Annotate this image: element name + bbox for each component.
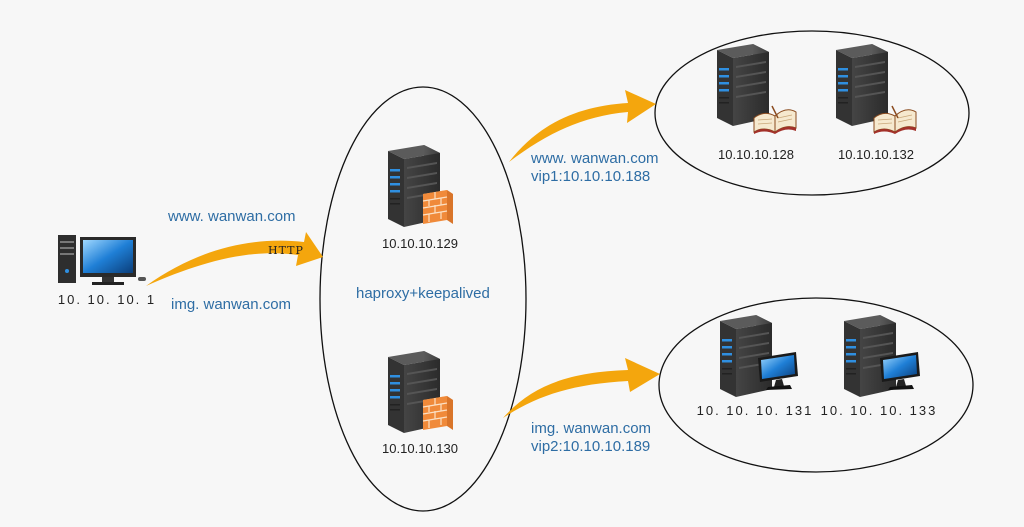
request-domain-www: www. wanwan.com: [168, 208, 296, 225]
img-server-2-icon: [844, 315, 896, 397]
client-to-lb-arrow: [146, 232, 323, 286]
request-domain-img: img. wanwan.com: [171, 296, 292, 313]
img-server-2-ip: 10. 10. 10. 133: [820, 403, 938, 418]
lb-cluster-label: haproxy+keepalived: [356, 285, 490, 302]
web-server-1-ip: 10.10.10.128: [718, 147, 794, 162]
web-cluster-ellipse: [654, 30, 970, 196]
web-server-2-icon: [836, 44, 888, 126]
route-www-vip: vip1:10.10.10.188: [531, 168, 651, 185]
img-server-1-icon: [720, 315, 772, 397]
route-www-domain: www. wanwan.com: [531, 150, 659, 167]
route-img-domain: img. wanwan.com: [531, 420, 652, 437]
lb-to-img-arrow: [503, 358, 660, 418]
firewall-1-icon: [422, 190, 453, 225]
route-img-vip: vip2:10.10.10.189: [531, 438, 651, 455]
lb-node1-ip: 10.10.10.129: [382, 236, 458, 251]
web-server-2-ip: 10.10.10.132: [838, 147, 914, 162]
lb-cluster-ellipse: [319, 86, 527, 512]
client-ip: 10. 10. 10. 1: [57, 292, 157, 307]
lb-node2-ip: 10.10.10.130: [382, 441, 458, 456]
img-server-1-ip: 10. 10. 10. 131: [696, 403, 814, 418]
firewall-2-icon: [422, 396, 453, 431]
request-protocol: HTTP: [268, 244, 304, 257]
arrows: [146, 90, 660, 418]
lb-to-web-arrow: [509, 90, 656, 162]
client-computer-icon: [58, 235, 146, 285]
img-cluster-ellipse: [658, 297, 974, 473]
